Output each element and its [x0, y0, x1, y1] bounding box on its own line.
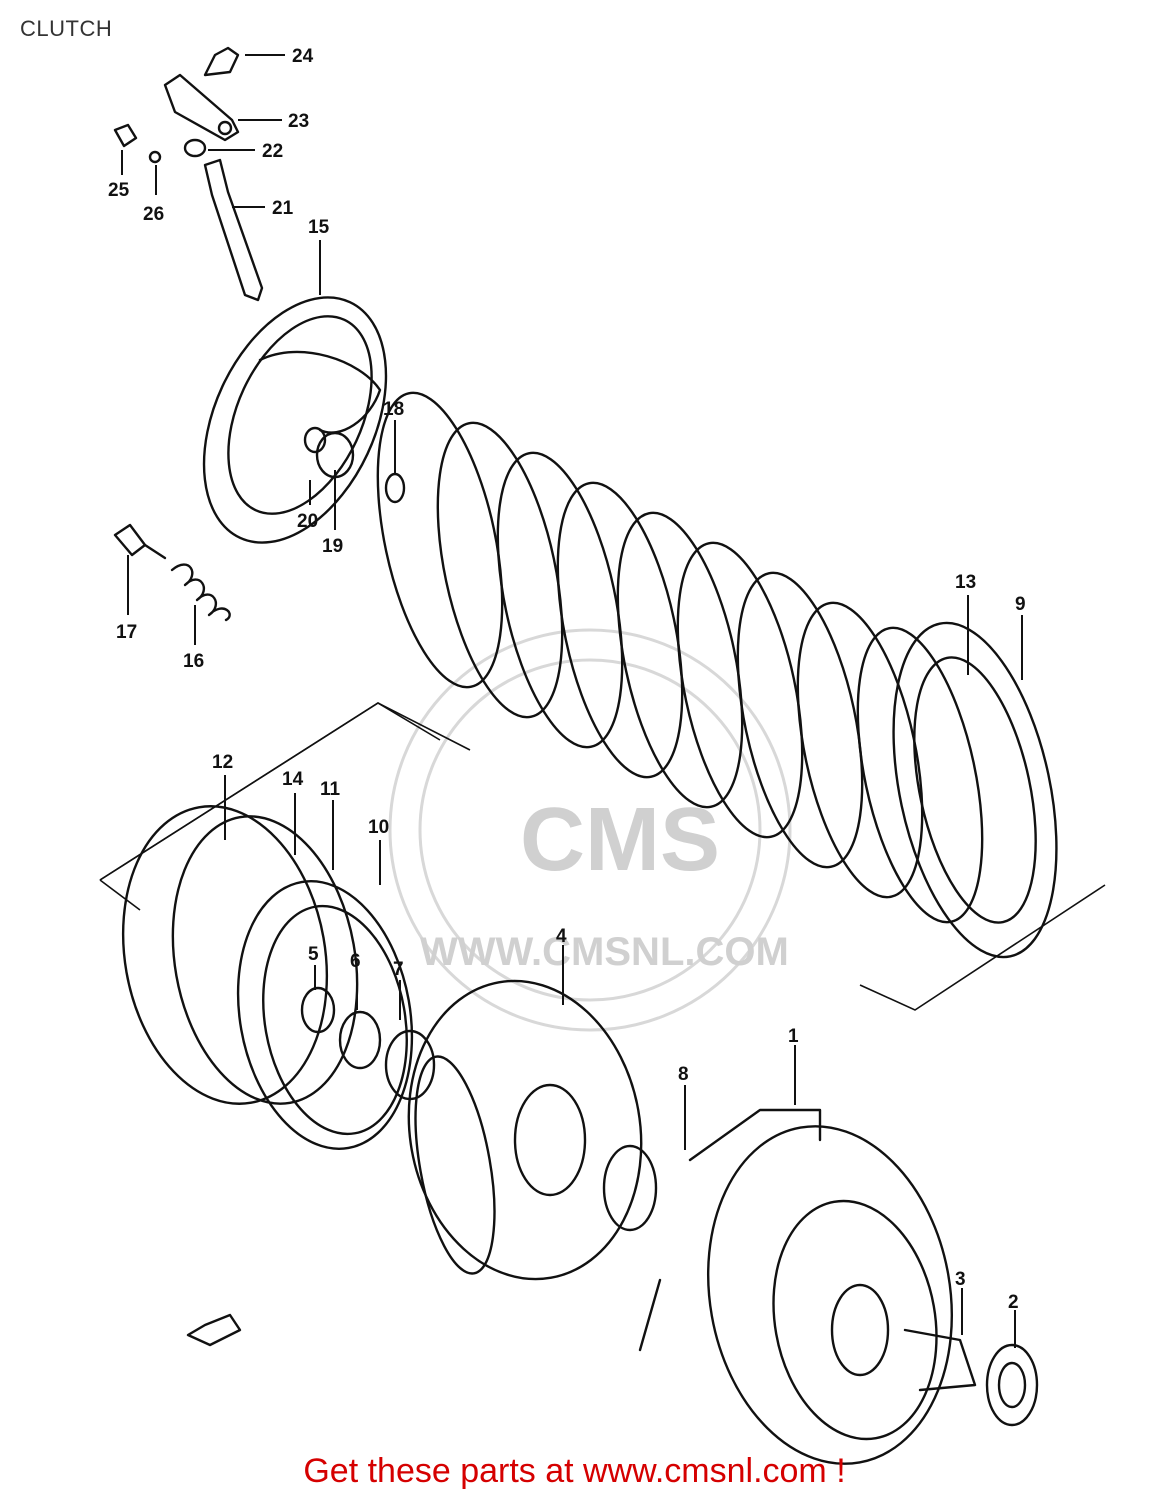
callout-18: 18: [383, 399, 404, 475]
clutch-plate-stack: [376, 391, 984, 924]
svg-text:3: 3: [955, 1269, 966, 1290]
callout-9: 9: [1015, 594, 1026, 680]
callout-23: 23: [238, 111, 309, 132]
callout-25: 25: [108, 150, 130, 201]
clutch-hub: [407, 979, 658, 1281]
callout-17: 17: [116, 555, 137, 643]
callout-11: 11: [320, 779, 341, 870]
callout-26: 26: [143, 165, 164, 225]
svg-text:2: 2: [1008, 1292, 1019, 1313]
svg-text:20: 20: [297, 511, 318, 532]
callout-24: 24: [245, 46, 314, 67]
watermark-logo: CMS: [520, 790, 720, 890]
callout-3: 3: [955, 1269, 966, 1335]
svg-text:6: 6: [350, 951, 361, 972]
svg-text:18: 18: [383, 399, 404, 420]
svg-text:19: 19: [322, 536, 343, 557]
svg-text:1: 1: [788, 1026, 799, 1047]
callout-16: 16: [183, 605, 204, 672]
callout-22: 22: [208, 141, 283, 162]
svg-text:24: 24: [292, 46, 314, 67]
svg-text:11: 11: [320, 779, 341, 800]
svg-text:9: 9: [1015, 594, 1026, 615]
callout-5: 5: [308, 944, 319, 990]
svg-text:14: 14: [282, 769, 304, 790]
callout-7: 7: [393, 959, 404, 1020]
svg-text:17: 17: [116, 622, 137, 643]
svg-text:23: 23: [288, 111, 309, 132]
clutch-cover-parts: [121, 805, 436, 1150]
friction-plate: [892, 621, 1058, 959]
callout-12: 12: [212, 752, 233, 840]
watermark: CMS WWW.CMSNL.COM: [388, 628, 792, 1032]
callout-4: 4: [556, 926, 567, 1005]
callout-19: 19: [322, 470, 343, 557]
group-outline: [99, 702, 471, 881]
pressure-plate: [202, 296, 406, 544]
svg-text:10: 10: [368, 817, 389, 838]
callout-10: 10: [368, 817, 389, 885]
svg-text:7: 7: [393, 959, 404, 980]
svg-text:21: 21: [272, 198, 294, 219]
svg-text:16: 16: [183, 651, 204, 672]
watermark-url: WWW.CMSNL.COM: [420, 930, 789, 974]
svg-text:26: 26: [143, 204, 164, 225]
spring-and-bolt: [113, 523, 231, 622]
primary-driven-gear: [638, 1108, 1039, 1465]
svg-text:25: 25: [108, 180, 130, 201]
callout-14: 14: [282, 769, 304, 855]
svg-text:8: 8: [678, 1064, 689, 1085]
callout-20: 20: [297, 480, 318, 532]
release-arm-assembly: [113, 46, 264, 302]
callout-6: 6: [350, 951, 361, 1010]
svg-text:13: 13: [955, 572, 976, 593]
svg-text:4: 4: [556, 926, 567, 947]
svg-text:5: 5: [308, 944, 319, 965]
svg-text:15: 15: [308, 217, 330, 238]
callout-8: 8: [678, 1064, 689, 1150]
callout-13: 13: [955, 572, 976, 675]
footer-promo-link[interactable]: Get these parts at www.cmsnl.com !: [303, 1452, 846, 1490]
callout-15: 15: [308, 217, 330, 295]
callout-21: 21: [232, 198, 294, 219]
callout-1: 1: [788, 1026, 799, 1105]
callout-2: 2: [1008, 1292, 1019, 1348]
svg-text:12: 12: [212, 752, 233, 773]
direction-arrow-icon: [186, 1313, 242, 1347]
callouts: 24 23 22 21 25 26 15 18 20 19 17 16 13 9…: [108, 46, 1026, 1348]
svg-text:22: 22: [262, 141, 283, 162]
page-title: CLUTCH: [20, 16, 113, 41]
